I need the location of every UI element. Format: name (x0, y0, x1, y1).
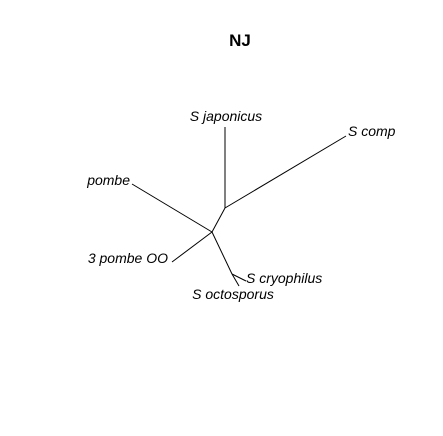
tip-label-comp: S comp (348, 123, 396, 139)
internal-branch-upper (211, 207, 226, 233)
tip-label-octosporus: S octosporus (192, 286, 274, 302)
branch-octosporus (231, 273, 240, 287)
branch-pombe-oo (171, 231, 213, 263)
tip-label-pombe: pombe (86, 172, 130, 188)
tip-label-cryophilus: S cryophilus (246, 270, 322, 286)
internal-branch-lower (211, 231, 233, 275)
tip-label-japonicus: S japonicus (190, 108, 262, 124)
branch-pombe (131, 183, 213, 233)
figure-title: NJ (229, 31, 251, 50)
tip-label-pombe-oo: 3 pombe OO (88, 250, 168, 266)
branch-comp (224, 135, 347, 209)
branch-cryophilus (231, 273, 247, 282)
